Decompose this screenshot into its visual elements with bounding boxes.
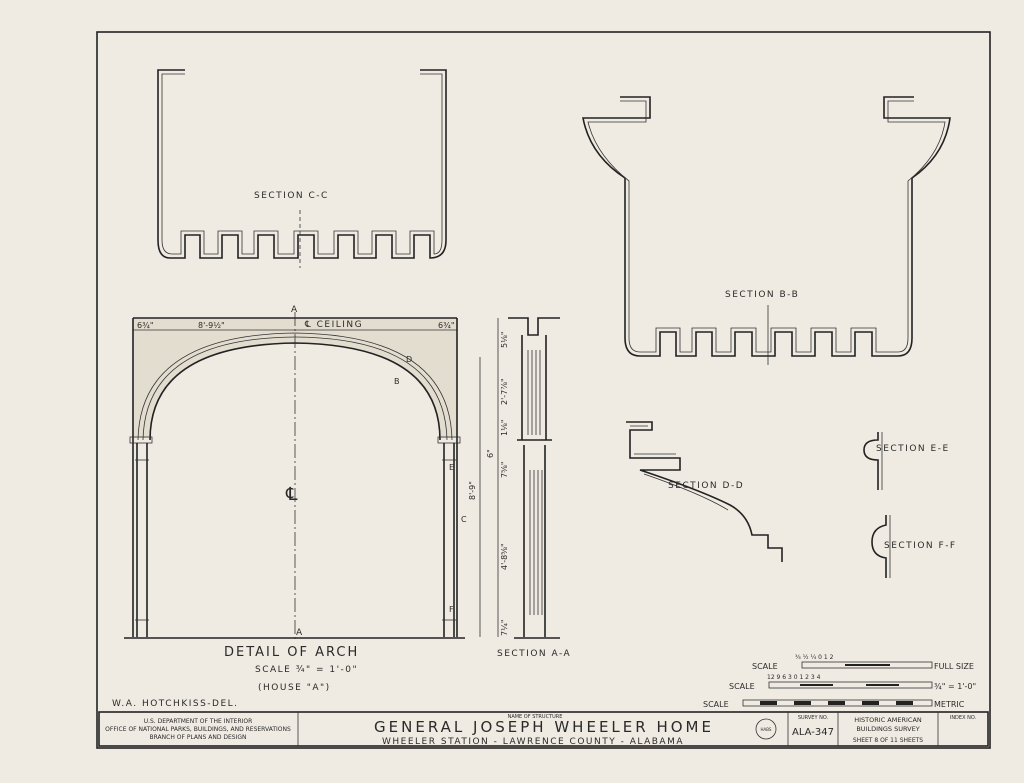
- axis-a-top: A: [291, 305, 299, 315]
- structure-name: GENERAL JOSEPH WHEELER HOME: [374, 718, 714, 736]
- scale-unit-metric: METRIC: [934, 700, 965, 709]
- index-label: INDEX NO.: [950, 715, 977, 721]
- arch-elevation: A A ℄ CEILING 6¾" 8'-9½" 6¾" ℄ D B E C F…: [124, 305, 467, 693]
- section-bb-label: SECTION B-B: [725, 290, 799, 300]
- mark-c: C: [461, 515, 467, 524]
- delineator: W.A. HOTCHKISS-DEL.: [112, 699, 239, 709]
- arch-title: DETAIL OF ARCH: [224, 645, 359, 660]
- arch-scale: SCALE ¾" = 1'-0": [255, 665, 358, 675]
- arch-house: (HOUSE "A"): [258, 683, 331, 693]
- survey-number: ALA-347: [792, 727, 834, 738]
- habs-seal-icon: [755, 718, 777, 740]
- scale-ticks-imperial: 12 9 6 3 0 1 2 3 4: [767, 674, 821, 681]
- seal-text: HABS: [761, 727, 772, 732]
- scale-label-full: SCALE: [752, 662, 778, 671]
- dim-aa-6: 7¼": [500, 619, 509, 636]
- dim-right: 6¾": [438, 321, 455, 330]
- survey-name-2: BUILDINGS SURVEY: [856, 725, 919, 733]
- scale-label-metric: SCALE: [703, 700, 729, 709]
- section-dd-label: SECTION D-D: [668, 481, 744, 491]
- agency-line-2: OFFICE OF NATIONAL PARKS, BUILDINGS, AND…: [105, 726, 291, 733]
- section-ee-profile: SECTION E-E: [863, 432, 950, 490]
- mark-e: E: [449, 463, 454, 472]
- survey-name-1: HISTORIC AMERICAN: [854, 716, 922, 724]
- sheet-number: SHEET 8 OF 11 SHEETS: [853, 737, 923, 744]
- axis-a-bottom: A: [296, 628, 304, 638]
- section-ff-profile: SECTION F-F: [871, 515, 957, 578]
- section-dd-profile: SECTION D-D: [626, 421, 783, 562]
- section-aa-dims: 5⅛" 2'-7⅞" 1⅛" 6" 7⅝" 4'-8⅝" 7¼": [486, 331, 509, 636]
- scale-unit-full: FULL SIZE: [934, 662, 974, 671]
- graphic-scales: SCALE ¾ ½ ¼ 0 1 2 FULL SIZE SCALE 12 9 6…: [703, 654, 976, 709]
- centerline-mark: ℄: [285, 484, 298, 505]
- dim-aa-5: 4'-8⅝": [500, 543, 509, 570]
- scale-unit-imperial: ¾" = 1'-0": [934, 682, 976, 691]
- section-bb-profile: SECTION B-B: [582, 96, 951, 365]
- location: WHEELER STATION - LAWRENCE COUNTY - ALAB…: [382, 737, 684, 747]
- agency-line-3: BRANCH OF PLANS AND DESIGN: [150, 734, 247, 741]
- section-aa-label: SECTION A-A: [497, 649, 571, 659]
- title-block: U.S. DEPARTMENT OF THE INTERIOR OFFICE O…: [98, 711, 989, 747]
- dim-span: 8'-9½": [198, 321, 225, 330]
- dim-left: 6¾": [137, 321, 154, 330]
- survey-label: SURVEY NO.: [798, 715, 829, 721]
- dim-aa-0: 5⅛": [500, 331, 509, 348]
- dim-aa-2: 1⅛": [500, 419, 509, 436]
- name-label: NAME OF STRUCTURE: [508, 714, 563, 720]
- section-cc-label: SECTION C-C: [254, 191, 329, 201]
- sheet-border: [96, 31, 991, 749]
- mark-b: B: [394, 377, 400, 386]
- ceiling-label: ℄ CEILING: [304, 320, 363, 330]
- section-ee-label: SECTION E-E: [876, 444, 950, 454]
- agency-line-1: U.S. DEPARTMENT OF THE INTERIOR: [144, 718, 253, 725]
- dim-aa-1: 2'-7⅞": [500, 378, 509, 405]
- section-cc-profile: SECTION C-C: [157, 69, 447, 268]
- dim-aa-4: 7⅝": [500, 461, 509, 478]
- scale-ticks-full: ¾ ½ ¼ 0 1 2: [795, 654, 834, 661]
- section-aa-column: 8'-9" 5⅛" 2'-7⅞" 1⅛" 6" 7⅝" 4'-8⅝" 7¼" S…: [468, 317, 571, 659]
- section-ff-label: SECTION F-F: [884, 541, 957, 551]
- mark-f: F: [449, 605, 454, 614]
- mark-d: D: [406, 355, 412, 364]
- dim-aa-3: 6": [486, 449, 495, 458]
- scale-label-imperial: SCALE: [729, 682, 755, 691]
- overall-height: 8'-9": [468, 481, 477, 500]
